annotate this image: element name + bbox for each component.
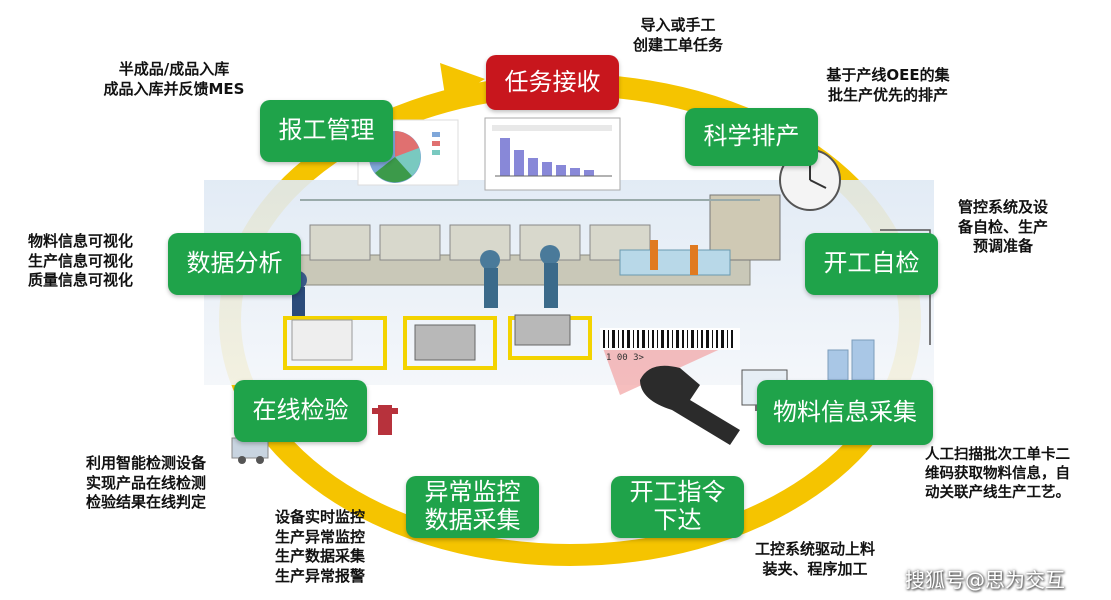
step-anomaly-monitor: 异常监控 数据采集 bbox=[406, 476, 539, 538]
connector-line bbox=[880, 229, 931, 345]
step-command-issue: 开工指令 下达 bbox=[611, 476, 744, 538]
step-work-report: 报工管理 bbox=[260, 100, 393, 162]
step-material-collect: 物料信息采集 bbox=[757, 380, 933, 445]
note-anomaly-monitor: 设备实时监控 生产异常监控 生产数据采集 生产异常报警 bbox=[275, 508, 366, 585]
note-task-receive: 导入或手工 创建工单任务 bbox=[632, 16, 723, 54]
floor-lanes bbox=[283, 316, 592, 370]
buildings-icon bbox=[827, 339, 875, 381]
step-online-inspect: 在线检验 bbox=[234, 380, 367, 442]
note-command-issue: 工控系统驱动上料 装夹、程序加工 bbox=[754, 540, 875, 578]
watermark: 搜狐号@思为交互 bbox=[905, 568, 1065, 592]
note-work-report: 半成品/成品入库 成品入库并反馈MES bbox=[103, 60, 245, 98]
note-data-analysis: 物料信息可视化 生产信息可视化 质量信息可视化 bbox=[28, 232, 134, 289]
cart-icon bbox=[414, 314, 571, 361]
note-scheduling: 基于产线OEE的集 批生产优先的排产 bbox=[826, 66, 950, 104]
note-online-inspect: 利用智能检测设备 实现产品在线检测 检验结果在线判定 bbox=[86, 454, 207, 511]
boxes-icon bbox=[291, 319, 353, 361]
note-self-check: 管控系统及设 备自检、生产 预调准备 bbox=[957, 198, 1048, 255]
barcode-digits: 1 00 3> bbox=[606, 353, 644, 363]
step-data-analysis: 数据分析 bbox=[168, 233, 301, 295]
step-scheduling: 科学排产 bbox=[685, 108, 818, 166]
note-material-collect: 人工扫描批次工单卡二 维码获取物料信息，自 动关联产线生产工艺。 bbox=[925, 447, 1070, 501]
cycle-arrow-icon bbox=[440, 63, 485, 102]
truck-icon bbox=[231, 437, 269, 464]
production-line-icon bbox=[289, 194, 781, 322]
bar-chart-icon bbox=[484, 117, 621, 191]
scanner-icon bbox=[640, 365, 740, 445]
step-self-check: 开工自检 bbox=[805, 233, 938, 295]
inspection-device-icon bbox=[372, 405, 398, 435]
step-task-receive: 任务接收 bbox=[486, 55, 619, 110]
